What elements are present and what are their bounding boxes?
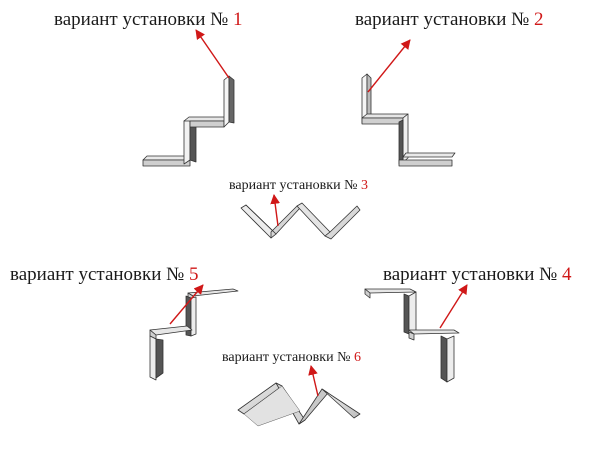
label-variant-5: вариант установки № 5 [10,264,199,286]
label-variant-4: вариант установки № 4 [383,264,572,286]
arrow-variant-3 [270,194,280,227]
shelf-variant-3 [240,202,361,240]
arrow-variant-1 [195,29,230,79]
label-variant-5-number: 5 [189,264,199,285]
label-variant-3-text: вариант установки № [229,178,358,193]
arrow-variant-6 [308,365,319,397]
pointer-arrows [169,29,468,397]
shelf-variant-6 [237,382,361,427]
shelf-variant-1 [142,75,235,167]
label-variant-2-number: 2 [534,9,544,30]
label-variant-4-text: вариант установки № [383,264,558,285]
label-variant-3-number: 3 [360,178,368,193]
label-variant-1-text: вариант установки № [54,9,229,30]
label-variant-5-text: вариант установки № [10,264,185,285]
shelf-variant-4 [364,288,460,383]
label-variant-2: вариант установки № 2 [355,9,544,31]
shelf-variant-2 [361,73,456,167]
label-variant-2-text: вариант установки № [355,9,530,30]
label-variant-1-number: 1 [233,9,243,30]
label-variant-3: вариант установки № 3 [229,178,368,194]
arrow-variant-2 [367,39,411,93]
label-variant-6-number: 6 [353,350,361,365]
label-variant-6: вариант установки № 6 [222,350,361,366]
label-variant-1: вариант установки № 1 [54,9,243,31]
arrow-variant-5 [169,284,204,325]
label-variant-6-text: вариант установки № [222,350,351,365]
shelf-variant-5 [149,288,239,381]
label-variant-4-number: 4 [562,264,572,285]
arrow-variant-4 [439,284,468,329]
